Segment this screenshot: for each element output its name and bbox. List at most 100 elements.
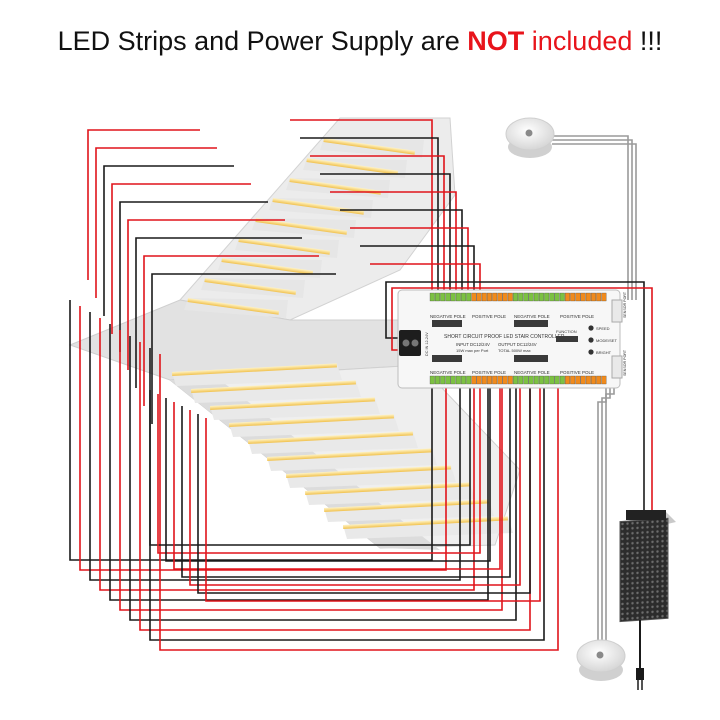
led-strip xyxy=(191,380,356,393)
stair-tread xyxy=(267,449,437,471)
terminal-screw[interactable] xyxy=(523,292,529,302)
terminal-screw[interactable] xyxy=(518,292,524,302)
led-strip xyxy=(323,138,416,155)
terminal-screw[interactable] xyxy=(507,375,513,385)
terminal-screw[interactable] xyxy=(497,375,503,385)
led-strip xyxy=(343,516,508,529)
terminal-screw[interactable] xyxy=(487,292,492,302)
terminal-screw[interactable] xyxy=(461,375,466,385)
terminal-screw[interactable] xyxy=(429,375,435,385)
terminal-screw[interactable] xyxy=(450,375,456,385)
terminal-screw[interactable] xyxy=(513,375,518,385)
terminal-screw[interactable] xyxy=(507,292,513,302)
power-supply xyxy=(619,510,676,690)
mode-set-button[interactable] xyxy=(588,337,594,343)
terminal-screw[interactable] xyxy=(549,292,555,302)
bottom-sensor-port[interactable] xyxy=(611,355,623,379)
terminal-screw[interactable] xyxy=(554,375,560,385)
terminal-screw[interactable] xyxy=(445,375,451,385)
terminal-screw[interactable] xyxy=(471,375,477,385)
terminal-screw[interactable] xyxy=(580,292,586,302)
terminal-screw[interactable] xyxy=(554,292,560,302)
terminal-screw[interactable] xyxy=(596,375,602,385)
terminal-screw[interactable] xyxy=(601,375,607,385)
top-sensor-port-label: SENSOR PORT xyxy=(623,291,627,318)
speed-button[interactable] xyxy=(588,325,594,331)
terminal-screw[interactable] xyxy=(580,375,586,385)
terminal-screw[interactable] xyxy=(528,375,534,385)
terminal-screw[interactable] xyxy=(591,375,596,385)
terminal-screw[interactable] xyxy=(497,292,503,302)
terminal-screw[interactable] xyxy=(466,292,472,302)
terminal-screw[interactable] xyxy=(435,375,440,385)
terminal-screw[interactable] xyxy=(570,375,576,385)
terminal-screw[interactable] xyxy=(528,292,534,302)
terminal-screw[interactable] xyxy=(481,375,487,385)
top-sensor-port[interactable] xyxy=(611,299,623,323)
terminal-screw[interactable] xyxy=(518,375,524,385)
terminal-screw[interactable] xyxy=(481,292,487,302)
terminal-screw[interactable] xyxy=(445,292,451,302)
pos-pole-label-1: POSITIVE POLE xyxy=(472,314,506,319)
led-strip xyxy=(221,257,314,275)
terminal-screw[interactable] xyxy=(559,292,565,302)
strip-wire xyxy=(320,173,451,293)
terminal-screw[interactable] xyxy=(575,375,581,385)
terminal-screw[interactable] xyxy=(440,375,446,385)
terminal-screw[interactable] xyxy=(601,292,607,302)
strip-wire xyxy=(119,201,268,352)
terminal-screw[interactable] xyxy=(450,292,456,302)
terminal-screw[interactable] xyxy=(533,292,539,302)
led-strip xyxy=(204,278,297,295)
led-strip xyxy=(187,297,280,315)
controller-body xyxy=(397,289,621,389)
neg-pole-label-3: NEGATIVE POLE xyxy=(430,370,466,375)
terminal-screw[interactable] xyxy=(539,375,544,385)
terminal-screw[interactable] xyxy=(585,292,591,302)
sensor-cable-top xyxy=(552,143,637,300)
terminal-screw[interactable] xyxy=(492,375,498,385)
terminal-screw[interactable] xyxy=(476,375,482,385)
strip-wire xyxy=(79,306,447,571)
terminal-screw[interactable] xyxy=(549,375,555,385)
bright-button[interactable] xyxy=(588,349,594,355)
terminal-screw[interactable] xyxy=(455,292,461,302)
terminal-screw[interactable] xyxy=(544,375,550,385)
terminal-screw[interactable] xyxy=(502,292,508,302)
terminal-screw[interactable] xyxy=(502,375,508,385)
terminal-screw[interactable] xyxy=(487,375,492,385)
terminal-screw[interactable] xyxy=(539,292,544,302)
led-strip xyxy=(172,363,337,376)
terminal-screw[interactable] xyxy=(461,292,466,302)
terminal-screw[interactable] xyxy=(591,292,596,302)
dc-screw-icon xyxy=(402,339,410,347)
top-motion-sensor xyxy=(505,117,555,158)
terminal-screw[interactable] xyxy=(492,292,498,302)
terminal-screw[interactable] xyxy=(471,292,477,302)
upper-led-steps xyxy=(184,138,424,318)
terminal-screw[interactable] xyxy=(523,375,529,385)
terminal-screw[interactable] xyxy=(513,292,518,302)
terminal-screw[interactable] xyxy=(596,292,602,302)
dc-input-terminal[interactable] xyxy=(399,330,421,356)
terminal-screw[interactable] xyxy=(533,375,539,385)
terminal-screw[interactable] xyxy=(435,292,440,302)
terminal-screw[interactable] xyxy=(585,375,591,385)
terminal-screw[interactable] xyxy=(466,375,472,385)
lower-led-steps xyxy=(172,363,513,539)
terminal-screw[interactable] xyxy=(565,292,570,302)
terminal-screw[interactable] xyxy=(544,292,550,302)
chip-block xyxy=(514,320,548,327)
headline: LED Strips and Power Supply are NOT incl… xyxy=(0,26,720,57)
terminal-screw[interactable] xyxy=(476,292,482,302)
terminal-screw[interactable] xyxy=(575,292,581,302)
terminal-screw[interactable] xyxy=(429,292,435,302)
terminal-screw[interactable] xyxy=(570,292,576,302)
terminal-screw[interactable] xyxy=(455,375,461,385)
terminal-screw[interactable] xyxy=(559,375,565,385)
terminal-screw[interactable] xyxy=(565,375,570,385)
sensor-cable-bottom xyxy=(601,364,623,640)
terminal-screw[interactable] xyxy=(440,292,446,302)
led-strip xyxy=(238,237,331,255)
